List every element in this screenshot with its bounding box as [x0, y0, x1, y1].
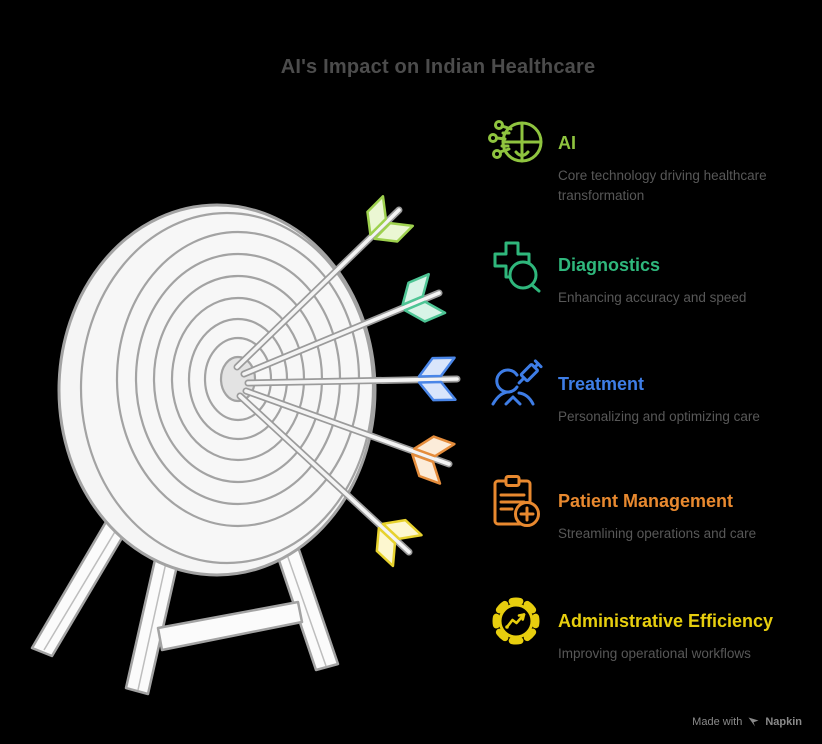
target-board — [57, 203, 377, 577]
patient-syringe-icon — [488, 357, 546, 413]
lime-fletching — [366, 195, 415, 243]
item-description: Enhancing accuracy and speed — [558, 290, 747, 305]
list-item-diagnostics: Diagnostics Enhancing accuracy and speed — [488, 238, 746, 308]
item-description: Streamlining operations and care — [558, 526, 757, 541]
yellow-fletching — [375, 518, 423, 568]
blue-fletching — [417, 356, 457, 402]
brand-name: Napkin — [765, 715, 802, 728]
item-label: Diagnostics — [558, 255, 661, 275]
page-title: AI's Impact on Indian Healthcare — [280, 56, 596, 78]
mint-fletching — [401, 272, 447, 323]
made-with-text: Made with — [692, 715, 743, 728]
item-label: Administrative Efficiency — [558, 611, 774, 631]
list-item-ai: AI Core technology driving healthcare tr… — [488, 116, 808, 207]
list-item-treatment: Treatment Personalizing and optimizing c… — [488, 357, 760, 427]
arrow-orange — [242, 387, 456, 485]
list-item-administrative-efficiency: Administrative Efficiency Improving oper… — [488, 594, 773, 664]
list-item-patient-management: Patient Management Streamlining operatio… — [488, 474, 756, 544]
arrow-lime — [233, 195, 415, 371]
medical-cross-magnifier-icon — [488, 238, 546, 294]
clipboard-plus-icon — [488, 474, 546, 530]
item-description: Improving operational workflows — [558, 646, 751, 661]
orange-fletching — [411, 435, 456, 485]
gear-trendline-icon — [488, 594, 546, 650]
item-label: Patient Management — [558, 491, 734, 511]
arrow-mint — [240, 272, 447, 378]
napkin-logo-icon — [748, 717, 759, 727]
arrow-yellow — [236, 392, 423, 568]
item-description: Personalizing and optimizing care — [558, 409, 760, 424]
item-description: Core technology driving healthcare trans… — [558, 168, 767, 204]
arrow-blue — [244, 356, 461, 402]
item-label: Treatment — [558, 374, 645, 394]
napkin-watermark: Made with Napkin — [692, 715, 802, 728]
ai-brain-circuit-icon — [488, 116, 546, 172]
item-label: AI — [558, 133, 576, 153]
